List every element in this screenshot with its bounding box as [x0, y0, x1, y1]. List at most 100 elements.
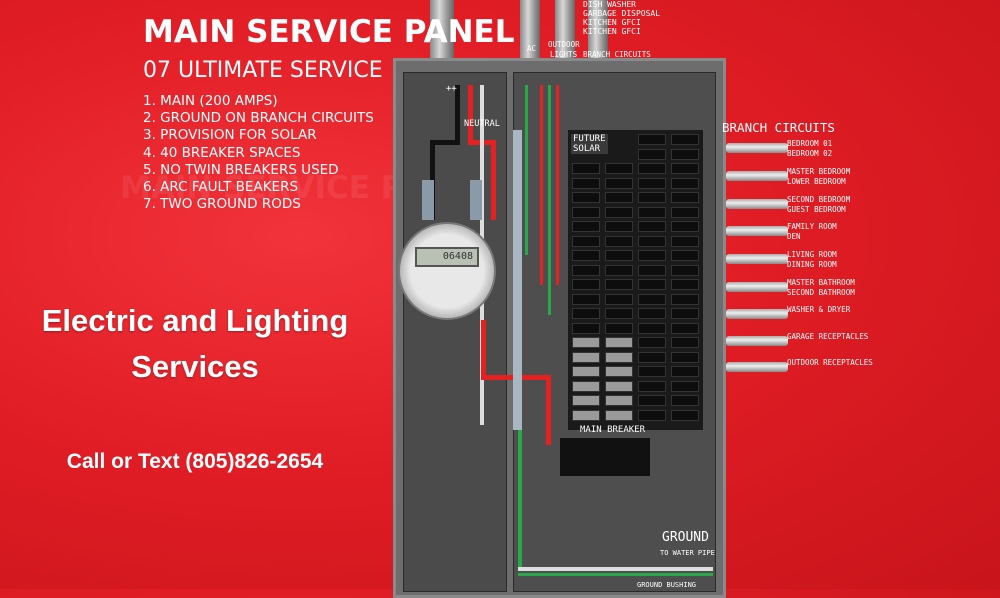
breaker	[671, 322, 699, 334]
breaker	[671, 351, 699, 363]
breaker	[671, 192, 699, 203]
breaker	[572, 380, 600, 392]
conduit	[555, 0, 575, 65]
plus-label: ++	[446, 84, 457, 94]
breaker	[638, 148, 666, 160]
electric-meter	[398, 222, 496, 320]
breaker	[605, 221, 633, 232]
breaker	[638, 134, 666, 145]
breaker	[638, 308, 666, 319]
breaker	[671, 177, 699, 189]
breaker	[572, 163, 600, 174]
breaker	[605, 395, 633, 406]
branch-cable	[726, 282, 788, 292]
breaker	[605, 192, 633, 203]
breaker	[605, 322, 633, 334]
breaker	[572, 177, 600, 189]
breaker	[605, 177, 633, 189]
lights-label: LIGHTS	[550, 50, 578, 59]
branch-cable	[726, 143, 788, 153]
ground-wire	[525, 85, 528, 255]
breaker	[572, 409, 600, 421]
branch-cable	[726, 336, 788, 346]
promo-line: Electric and Lighting	[41, 303, 349, 338]
breaker	[572, 308, 600, 319]
branch-circuit-label: OUTDOOR RECEPTACLES	[787, 358, 873, 367]
meter-compartment	[403, 72, 507, 592]
breaker	[572, 351, 600, 363]
breaker	[638, 395, 666, 406]
breaker	[572, 250, 600, 261]
breaker	[638, 279, 666, 290]
branch-cable	[726, 309, 788, 319]
breaker	[671, 250, 699, 261]
breaker	[671, 293, 699, 305]
page-title: MAIN SERVICE PANEL	[143, 14, 515, 50]
neutral-bar	[513, 130, 522, 430]
breaker	[572, 192, 600, 203]
breaker	[671, 163, 699, 174]
breaker	[572, 264, 600, 276]
branch-cable	[726, 226, 788, 236]
breaker	[572, 322, 600, 334]
conduit	[588, 0, 608, 65]
breaker	[671, 206, 699, 218]
meter-display: 06408	[415, 247, 479, 267]
breaker	[638, 235, 666, 247]
ground-bushing-label: GROUND BUSHING	[637, 581, 697, 589]
breaker-array	[568, 130, 703, 430]
feature-item: 7. TWO GROUND RODS	[143, 196, 301, 213]
breaker	[605, 264, 633, 276]
outdoor-label: OUTDOOR	[548, 40, 580, 49]
breaker	[671, 134, 699, 145]
breaker	[572, 293, 600, 305]
breaker	[572, 366, 600, 377]
branch-circuit-label: GARAGE RECEPTACLES	[787, 332, 869, 341]
breaker	[671, 308, 699, 319]
ground-label: GROUND	[662, 530, 709, 545]
branch-cable	[726, 199, 788, 209]
feature-item: 2. GROUND ON BRANCH CIRCUITS	[143, 110, 374, 127]
ground-sub-label: TO WATER PIPE	[660, 549, 715, 557]
breaker	[605, 250, 633, 261]
breaker	[572, 206, 600, 218]
feature-item: 3. PROVISION FOR SOLAR	[143, 127, 317, 144]
branch-cable	[726, 171, 788, 181]
breaker	[605, 163, 633, 174]
breaker	[605, 235, 633, 247]
breaker	[638, 206, 666, 218]
promo-line: Services	[131, 349, 259, 384]
breaker	[671, 380, 699, 392]
breaker	[605, 337, 633, 348]
breaker	[638, 177, 666, 189]
breaker	[638, 163, 666, 174]
feature-item: 5. NO TWIN BREAKERS USED	[143, 161, 339, 178]
breaker	[638, 366, 666, 377]
breaker	[605, 279, 633, 290]
breaker	[572, 279, 600, 290]
breaker	[605, 308, 633, 319]
hot-wire-black	[455, 85, 460, 145]
breaker	[671, 279, 699, 290]
feature-item: 4. 40 BREAKER SPACES	[143, 144, 301, 161]
breaker	[605, 206, 633, 218]
branch-cable	[726, 254, 788, 264]
breaker	[605, 293, 633, 305]
breaker	[671, 148, 699, 160]
conduit	[520, 0, 540, 65]
breaker	[638, 380, 666, 392]
branch-circuit-label: WASHER & DRYER	[787, 305, 851, 314]
phone-cta: Call or Text (805)826-2654	[66, 450, 324, 473]
breaker	[638, 351, 666, 363]
hot-wire	[468, 85, 473, 145]
breaker	[638, 250, 666, 261]
branch-cable	[726, 362, 788, 372]
